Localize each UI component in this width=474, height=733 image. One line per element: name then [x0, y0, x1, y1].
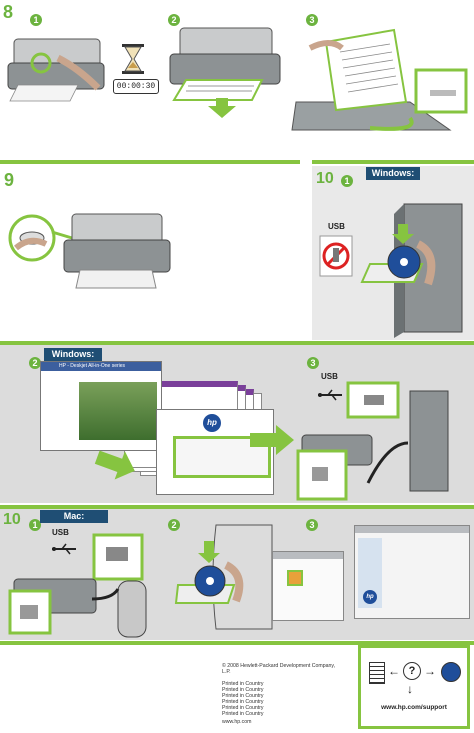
- windows-label: Windows:: [366, 167, 420, 180]
- substep-1-badge: 1: [29, 519, 41, 531]
- printed-line: Printed in Country: [222, 681, 264, 687]
- substep-3-badge: 3: [306, 14, 318, 26]
- finder-title-bar: [273, 552, 343, 559]
- printed-line: Printed in Country: [222, 687, 264, 693]
- support-box: ← ? → ↓ www.hp.com/support: [358, 645, 470, 729]
- substep-1-badge: 1: [341, 175, 353, 187]
- substep-3-badge: 3: [307, 357, 319, 369]
- mac-label: Mac:: [40, 510, 108, 523]
- installer-final-window: hp: [156, 409, 274, 495]
- support-url[interactable]: www.hp.com/support: [381, 704, 447, 711]
- usb-label: USB: [328, 222, 345, 231]
- mac-insert-cd-illustration: [174, 524, 273, 630]
- step-number-9: 9: [4, 170, 15, 190]
- printer-print-alignment-illustration: [169, 27, 281, 118]
- website-link[interactable]: www.hp.com: [222, 719, 252, 725]
- installer-title-bar: HP - Deskjet All-in-One series: [41, 362, 161, 371]
- timer-display: 00:00:30: [113, 79, 159, 94]
- question-icon: ?: [403, 662, 421, 680]
- hp-logo: hp: [203, 414, 221, 432]
- no-usb-warning-icon: [319, 235, 353, 277]
- cd-icon: [441, 662, 461, 682]
- usb-label: USB: [321, 372, 338, 381]
- divider-bar: [0, 641, 474, 645]
- copyright-text: © 2008 Hewlett-Packard Development Compa…: [222, 663, 336, 676]
- divider-bar: [0, 160, 300, 164]
- green-arrow-icon: [250, 425, 294, 455]
- footer-panel: © 2008 Hewlett-Packard Development Compa…: [0, 645, 474, 733]
- step-number-10: 10: [316, 170, 334, 187]
- mac-installer-window: hp: [354, 525, 470, 619]
- installer-icon: [287, 570, 303, 586]
- step-10-windows-panel: 10 1 Windows: USB: [312, 166, 474, 340]
- green-arrow-icon: [94, 450, 135, 480]
- installer-title-bar: [355, 526, 469, 533]
- manual-icon: [369, 662, 385, 684]
- usb-icon: [52, 543, 76, 555]
- scanner-alignment-page-illustration: [291, 28, 468, 131]
- step-8-panel: 8 1 2 3 00:00:30: [0, 0, 474, 160]
- arrow-left-icon: ←: [388, 664, 400, 678]
- mac-finder-window: [272, 551, 344, 621]
- step-9-panel: 9: [0, 166, 312, 340]
- printed-line: Printed in Country: [222, 705, 264, 711]
- arrow-right-icon: →: [424, 664, 436, 678]
- printed-line: Printed in Country: [222, 711, 264, 717]
- substep-2-badge: 2: [29, 357, 41, 369]
- windows-label: Windows:: [44, 348, 102, 361]
- hp-logo: hp: [363, 590, 377, 604]
- installer-window: HP - Deskjet All-in-One series: [40, 361, 162, 451]
- computer-insert-cd-illustration: [360, 203, 463, 338]
- arrow-down-icon: ↓: [407, 682, 413, 696]
- mac-usb-connection-illustration: [8, 533, 147, 638]
- step-number-8: 8: [3, 2, 14, 22]
- substep-2-badge: 2: [168, 519, 180, 531]
- divider-bar: [0, 505, 474, 509]
- substep-2-badge: 2: [168, 14, 180, 26]
- usb-icon: [318, 389, 342, 401]
- printer-press-button-illustration: [8, 213, 171, 289]
- installer-window-stack: HP - Deskjet All-in-One series hp: [40, 361, 274, 495]
- step-number-10: 10: [3, 511, 21, 528]
- printed-line: Printed in Country: [222, 699, 264, 705]
- usb-label: USB: [52, 528, 69, 537]
- installer-photo: [79, 382, 157, 440]
- printer-load-paper-illustration: [7, 38, 105, 102]
- substep-1-badge: 1: [30, 14, 42, 26]
- substep-3-badge: 3: [306, 519, 318, 531]
- hourglass-icon: [122, 44, 144, 74]
- divider-bar: [0, 341, 474, 345]
- printed-line: Printed in Country: [222, 693, 264, 699]
- usb-cable-to-computer-illustration: [296, 381, 449, 501]
- step-10-mac-panel: 10 1 Mac: 2 3 USB hp: [0, 509, 474, 640]
- divider-bar: [312, 160, 474, 164]
- windows-install-panel: 2 Windows: 3 USB HP - Deskjet All-in-One…: [0, 345, 474, 503]
